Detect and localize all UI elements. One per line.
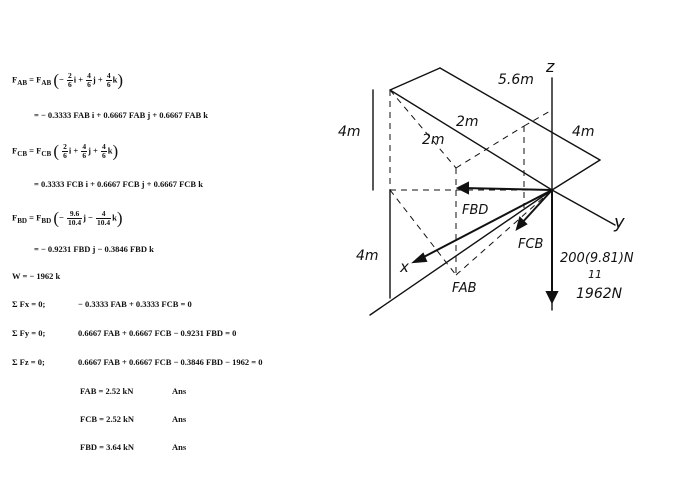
dim-label-top: 5.6m [498,72,534,88]
free-body-diagram-svg: 5.6m 4m 4m 2m 2m 4m z y x FBD FCB FAB 20… [338,57,634,316]
dim-label-inner: 2m [422,132,445,148]
dim-label-mid: 2m [456,114,479,130]
answer-fab: FAB = 2.52 kN Ans [80,386,187,396]
dimension-tick [551,159,601,191]
figure-labels: 5.6m 4m 4m 2m 2m 4m z y x FBD FCB FAB 20… [338,57,634,302]
dashed-edge [389,89,457,169]
force-fab-arrowhead [411,252,428,264]
answer-fcb: FCB = 2.52 kN Ans [80,414,187,424]
equation-sum-y: Σ Fy = 0; 0.6667 FAB + 0.6667 FCB − 0.92… [12,328,237,338]
dimension-tick [389,67,441,91]
axis-label-y: y [613,212,625,233]
equation-sum-z: Σ Fz = 0; 0.6667 FAB + 0.6667 FCB − 0.38… [12,357,263,367]
force-fcb-arrowhead [515,216,528,232]
load-label-1: 200(9.81)N [560,251,634,266]
dim-label-left: 4m [338,124,361,140]
equation-fbd-expanded: = − 0.9231 FBD j − 0.3846 FBD k [34,244,154,254]
force-vectors [411,181,559,305]
force-label-fbd: FBD [462,203,488,218]
ans-label: Ans [172,414,187,424]
ans-label: Ans [172,386,187,396]
axis-lines [369,67,616,316]
equation-fab-expanded: = − 0.3333 FAB i + 0.6667 FAB j + 0.6667… [34,110,209,120]
ans-label: Ans [172,442,187,452]
axis-label-z: z [545,57,555,76]
dim-label-lower: 4m [356,248,379,264]
equation-sum-x: Σ Fx = 0; − 0.3333 FAB + 0.3333 FCB = 0 [12,299,192,309]
free-body-diagram: 5.6m 4m 4m 2m 2m 4m z y x FBD FCB FAB 20… [330,50,690,320]
equation-weight: W = − 1962 k [12,271,61,281]
answer-fbd: FBD = 3.64 kN Ans [80,442,187,452]
y-axis-line [551,189,616,226]
load-label-3: 1962N [576,286,623,302]
top-edge-line [389,89,553,191]
force-label-fcb: FCB [518,237,544,252]
force-fbd-line [461,187,553,191]
force-label-fab: FAB [452,281,477,296]
top-dimension-line [439,67,601,161]
dashed-edge [455,125,525,169]
dashed-edge [523,109,553,127]
force-fbd-arrowhead [455,181,469,195]
weight-arrowhead [545,291,559,305]
load-label-2: 11 [588,268,602,281]
equation-fcb-expanded: = 0.3333 FCB i + 0.6667 FCB j + 0.6667 F… [34,179,203,189]
dashed-edge [389,189,457,276]
x-axis-line [369,189,553,316]
axis-label-x: x [399,258,409,276]
force-fab-line [417,189,553,261]
force-fcb-line [519,189,553,226]
dim-label-right: 4m [572,124,595,140]
